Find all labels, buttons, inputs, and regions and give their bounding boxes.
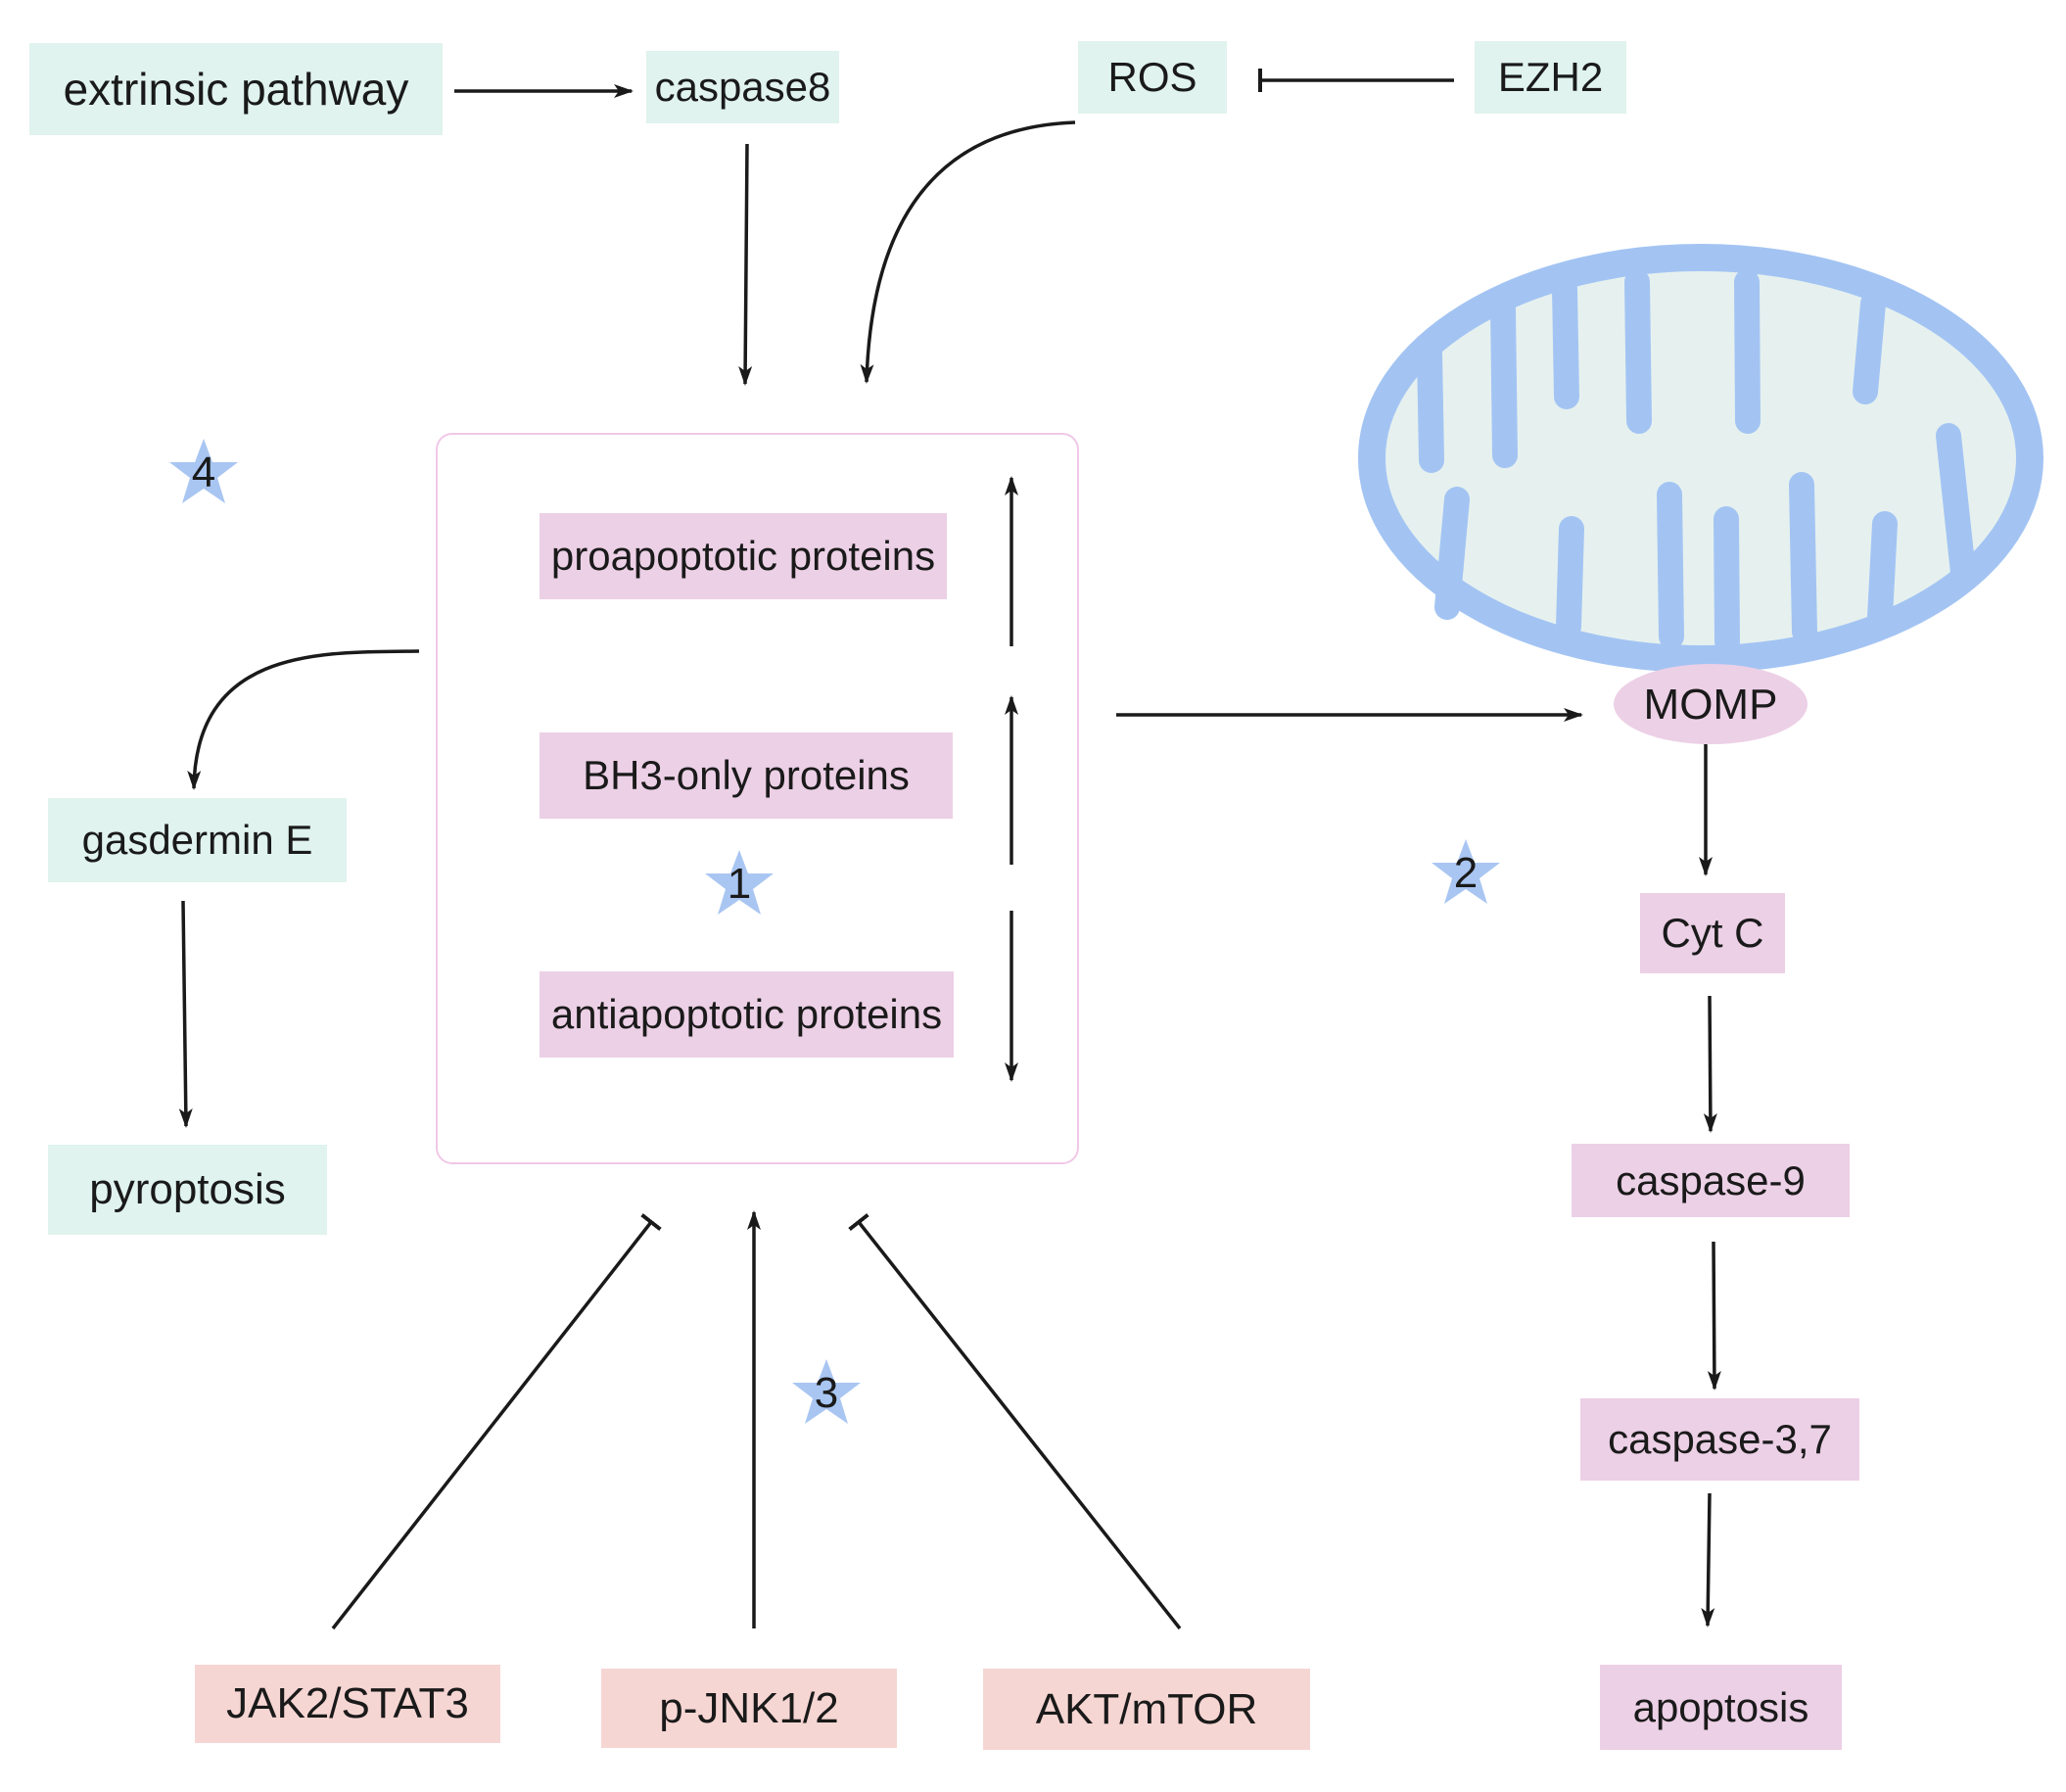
star-marker-2: 2: [1427, 834, 1505, 913]
star-icon: [792, 1359, 861, 1424]
node-momp: MOMP: [1643, 681, 1778, 729]
star-label: 3: [814, 1369, 839, 1417]
node-akt-mtor: AKT/mTOR: [983, 1669, 1310, 1750]
edge-caspase37-to-apoptosis: [1701, 1492, 1715, 1627]
edge-gasdermin-to-pyroptosis: [178, 900, 193, 1128]
node-caspase-9: caspase-9: [1572, 1144, 1850, 1217]
edge-cytc-to-caspase9: [1703, 995, 1717, 1133]
node-bh3-only-proteins: BH3-only proteins: [540, 732, 953, 819]
edge-aktmtor-inhibits: [848, 1212, 1182, 1630]
star-label: 2: [1453, 849, 1479, 897]
node-jak2-stat3: JAK2/STAT3: [195, 1665, 500, 1743]
star-label: 4: [191, 448, 216, 496]
edge-ros-to-proteins: [860, 120, 1076, 384]
node-gasdermin-e: gasdermin E: [48, 798, 347, 882]
node-ezh2: EZH2: [1475, 41, 1626, 114]
edge-caspase8-to-proteins: [738, 143, 753, 386]
star-marker-3: 3: [787, 1354, 866, 1433]
node-proapoptotic-proteins: proapoptotic proteins: [540, 513, 947, 599]
node-extrinsic-pathway: extrinsic pathway: [29, 43, 443, 135]
node-ros: ROS: [1078, 41, 1227, 114]
node-pyroptosis: pyroptosis: [48, 1145, 327, 1235]
node-p-jnk1-2: p-JNK1/2: [601, 1669, 897, 1748]
node-cyt-c: Cyt C: [1640, 893, 1785, 973]
star-marker-4: 4: [164, 434, 243, 512]
star-icon: [1432, 839, 1500, 904]
star-icon: [705, 850, 774, 915]
edge-proteins-to-gasdermin: [187, 649, 420, 790]
node-antiapoptotic-proteins: antiapoptotic proteins: [540, 971, 954, 1058]
mitochondrion-icon: [1358, 244, 2043, 673]
node-apoptosis: apoptosis: [1600, 1665, 1842, 1750]
protein-group-frame: [436, 433, 1079, 1164]
star-icon: [169, 439, 238, 503]
edge-jak2stat3-inhibits: [331, 1213, 662, 1630]
momp-ellipse: [1614, 664, 1808, 744]
star-label: 1: [727, 860, 752, 908]
node-caspase-3-7: caspase-3,7: [1580, 1398, 1859, 1481]
node-caspase8: caspase8: [646, 51, 839, 123]
star-marker-1: 1: [700, 845, 778, 923]
